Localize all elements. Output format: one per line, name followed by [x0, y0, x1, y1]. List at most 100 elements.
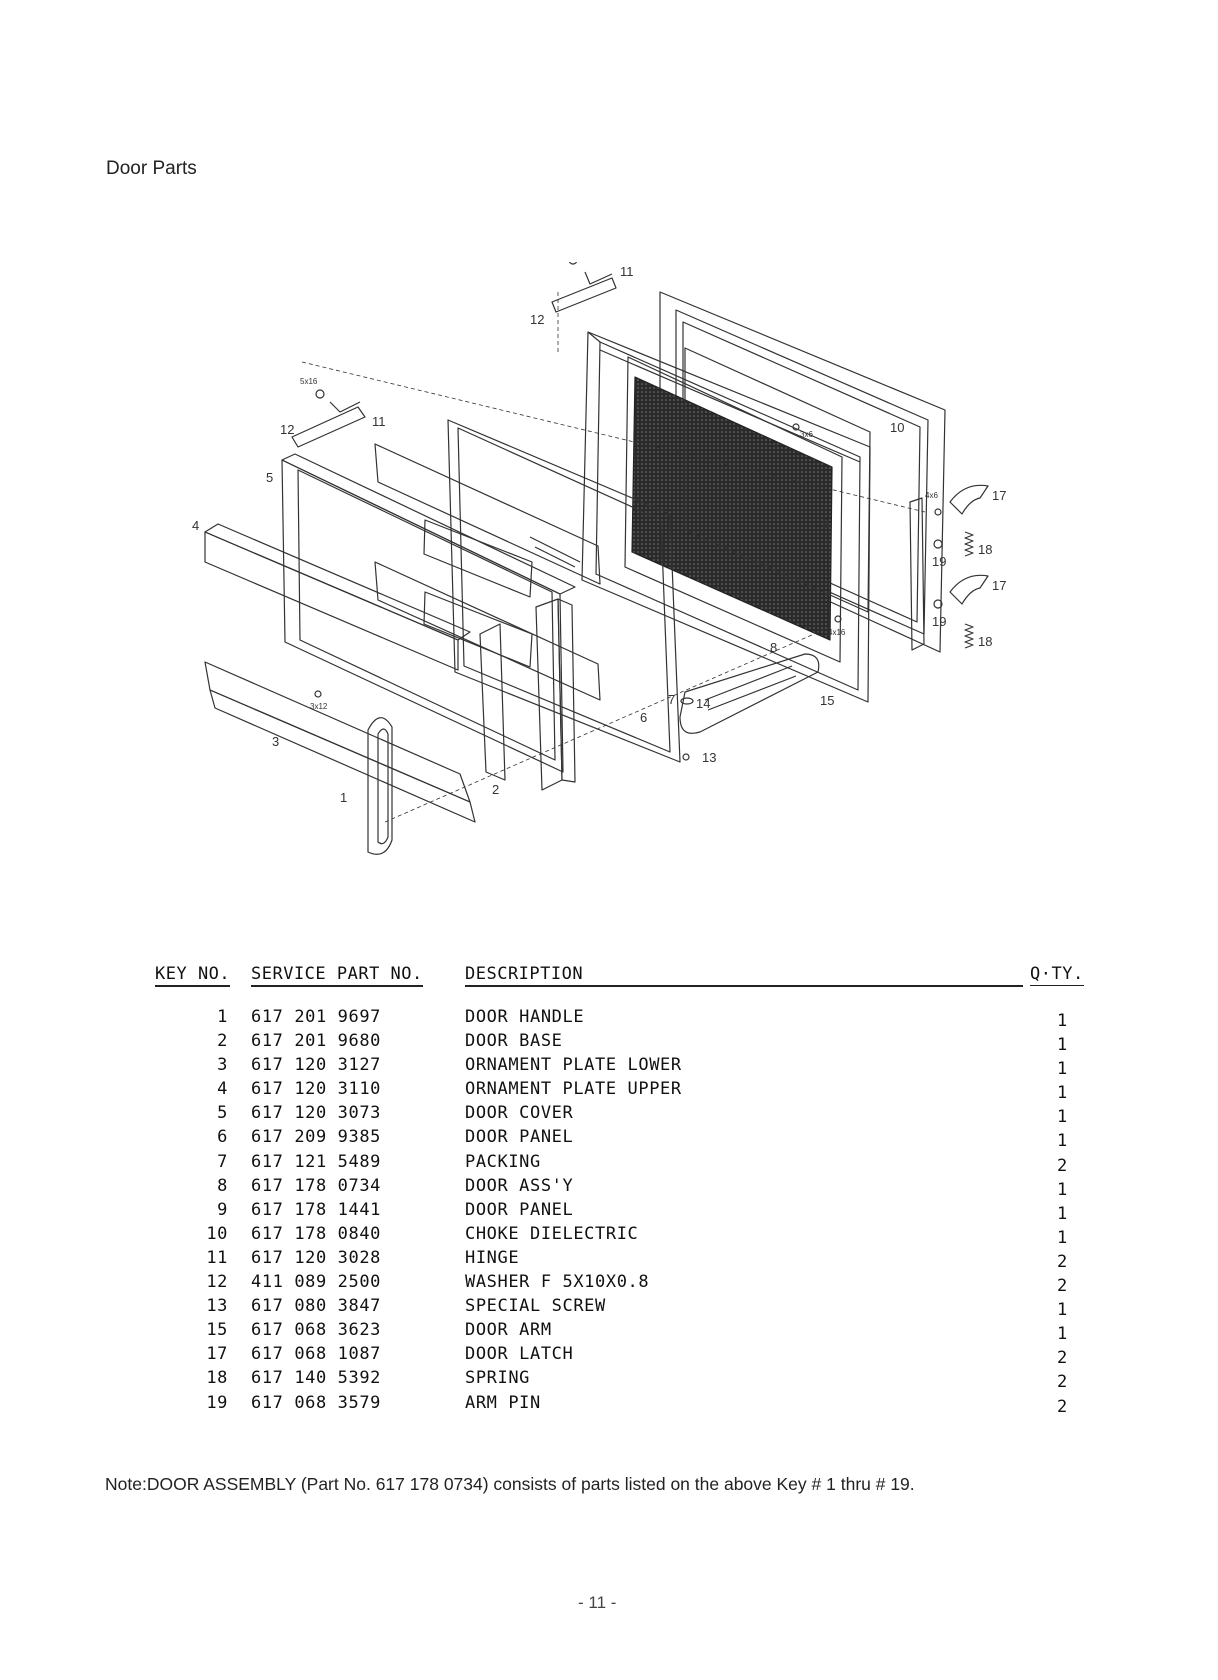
description-cell: HINGE: [465, 1247, 520, 1268]
key-no-cell: 3: [217, 1055, 228, 1076]
callout-7: 7: [668, 692, 675, 707]
part-no-cell: 617 120 3110: [251, 1079, 382, 1100]
qty-cell: 2: [1057, 1348, 1068, 1369]
qty-cell: 1: [1057, 1035, 1068, 1056]
table-row: 7 617 121 5489 PACKING 2: [150, 1152, 1105, 1176]
callout-5: 5: [266, 470, 273, 485]
callout-6: 6: [640, 710, 647, 725]
description-cell: DOOR PANEL: [465, 1199, 574, 1220]
description-cell: SPRING: [465, 1368, 531, 1389]
door-handle-part: [367, 717, 393, 855]
key-no-cell: 5: [217, 1103, 228, 1124]
qty-cell: 2: [1057, 1372, 1068, 1393]
part-no-cell: 617 120 3028: [251, 1247, 382, 1268]
callout-12-right: 12: [530, 312, 544, 327]
header-service-part-no: SERVICE PART NO.: [251, 964, 423, 987]
callout-13: 13: [702, 750, 716, 765]
ornament-plate-upper-part: [204, 523, 471, 671]
key-no-cell: 10: [206, 1223, 228, 1244]
description-cell: PACKING: [465, 1151, 541, 1172]
description-cell: ORNAMENT PLATE LOWER: [465, 1055, 682, 1076]
qty-cell: 1: [1057, 1179, 1068, 1200]
callout-10: 10: [890, 420, 904, 435]
callout-11-right: 11: [620, 264, 634, 279]
part-no-cell: 617 121 5489: [251, 1151, 382, 1172]
qty-cell: 1: [1057, 1083, 1068, 1104]
parts-table: KEY NO. SERVICE PART NO. DESCRIPTION Q·T…: [150, 960, 1105, 1417]
part-no-cell: 617 120 3127: [251, 1055, 382, 1076]
qty-cell: 1: [1057, 1011, 1068, 1031]
door-exploded-view: 5x16 5x16 3x6 4x6 4x16 3x12 1 2 3 4 5 6 …: [192, 262, 1006, 855]
qty-cell: 2: [1057, 1155, 1068, 1176]
qty-cell: 1: [1057, 1324, 1068, 1345]
part-no-cell: 617 140 5392: [251, 1368, 382, 1389]
assembly-note: Note:DOOR ASSEMBLY (Part No. 617 178 073…: [105, 1474, 915, 1494]
callout-8: 8: [770, 640, 777, 655]
key-no-cell: 12: [206, 1272, 228, 1293]
callout-3: 3: [272, 734, 279, 749]
callout-18-lower: 18: [978, 634, 992, 649]
callout-17-upper: 17: [992, 488, 1006, 503]
callout-15: 15: [820, 693, 834, 708]
description-cell: DOOR PANEL: [465, 1127, 574, 1148]
callout-18-upper: 18: [978, 542, 992, 557]
part-no-cell: 617 201 9697: [251, 1007, 382, 1027]
description-cell: CHOKE DIELECTRIC: [465, 1223, 639, 1244]
key-no-cell: 9: [217, 1199, 228, 1220]
key-no-cell: 13: [206, 1296, 228, 1317]
callout-2: 2: [492, 782, 499, 797]
key-no-cell: 7: [217, 1151, 228, 1172]
description-cell: DOOR COVER: [465, 1103, 574, 1124]
callout-4: 4: [192, 518, 199, 533]
key-no-cell: 17: [206, 1344, 228, 1365]
part-no-cell: 617 178 1441: [251, 1199, 382, 1220]
callout-9: 9: [822, 516, 829, 531]
header-key-no: KEY NO.: [155, 964, 231, 987]
key-no-cell: 2: [217, 1031, 228, 1052]
callout-19-upper: 19: [932, 554, 946, 569]
part-no-cell: 617 068 1087: [251, 1344, 382, 1365]
screws: [314, 262, 942, 761]
callout-17-lower: 17: [992, 578, 1006, 593]
hinge-part-right: [551, 271, 617, 313]
header-qty: Q·TY.: [1030, 964, 1084, 986]
description-cell: WASHER F 5X10X0.8: [465, 1272, 650, 1293]
latch-bracket-part: [909, 484, 989, 651]
part-no-cell: 617 178 0734: [251, 1175, 382, 1196]
part-no-cell: 617 080 3847: [251, 1296, 382, 1317]
door-base-part: [479, 598, 576, 791]
qty-cell: 2: [1057, 1396, 1068, 1417]
part-no-cell: 617 068 3623: [251, 1320, 382, 1341]
screw-size-4x6: 4x6: [925, 491, 938, 500]
qty-cell: 1: [1057, 1227, 1068, 1248]
qty-cell: 2: [1057, 1251, 1068, 1272]
part-no-cell: 617 209 9385: [251, 1127, 382, 1148]
screw-size-5x16-left: 5x16: [300, 377, 318, 386]
description-cell: ARM PIN: [465, 1392, 541, 1413]
table-row: 15 617 068 3623 DOOR ARM 1: [150, 1320, 1105, 1344]
section-title: Door Parts: [106, 158, 197, 179]
page-number: - 11 -: [578, 1593, 617, 1612]
key-no-cell: 4: [217, 1079, 228, 1100]
key-no-cell: 15: [206, 1320, 228, 1341]
description-cell: DOOR ARM: [465, 1320, 552, 1341]
qty-cell: 2: [1057, 1276, 1068, 1297]
key-no-cell: 8: [217, 1175, 228, 1196]
part-no-cell: 411 089 2500: [251, 1272, 382, 1293]
callout-14: 14: [696, 696, 710, 711]
qty-cell: 1: [1057, 1131, 1068, 1152]
door-arm-part: [679, 653, 820, 734]
table-header: KEY NO. SERVICE PART NO. DESCRIPTION Q·T…: [150, 960, 1105, 992]
door-panel-rear-part: [684, 347, 871, 613]
